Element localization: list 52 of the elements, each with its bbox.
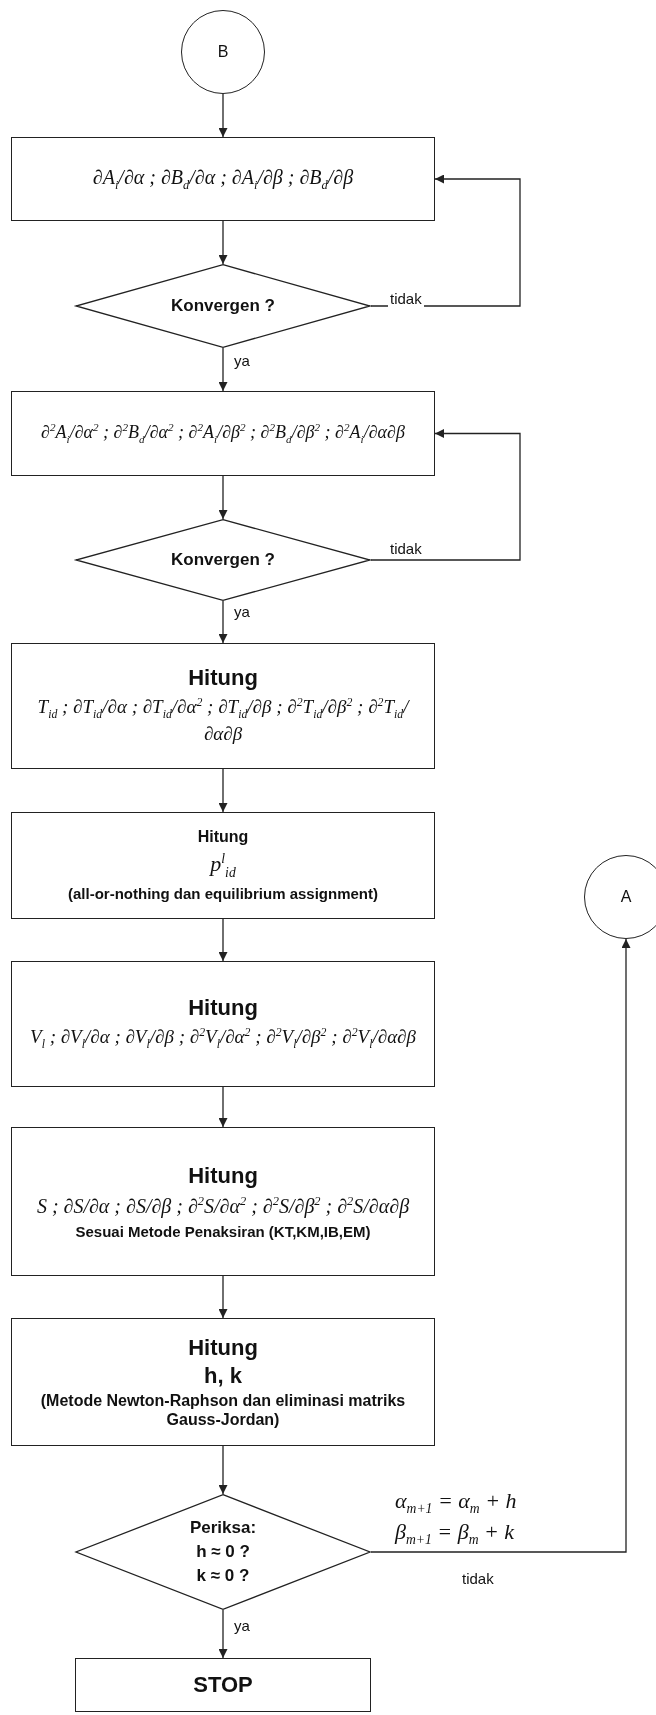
process-box [11, 961, 435, 1087]
arrow [218, 1086, 228, 1128]
formula-text: S ; ∂S/∂α ; ∂S/∂β ; ∂$^{2}$S/∂α$^{2}$ ; ∂$^{2}$S/∂β$^{2}$ ; ∂$^{2}$S/∂α∂β [36, 1192, 410, 1219]
heading-text: k ≈ 0 ? [196, 1566, 250, 1586]
update-formula: α$_{m+1}$ = α$_{m}$ + h [395, 1488, 517, 1518]
arrow [218, 918, 228, 962]
decision-diamond [75, 519, 371, 601]
process-box [11, 812, 435, 919]
update-formula: β$_{m+1}$ = β$_{m}$ + k [395, 1519, 515, 1549]
edge-label: tidak [460, 1570, 496, 1587]
process-box [11, 391, 435, 476]
arrow [218, 600, 228, 644]
arrow [370, 938, 631, 1553]
process-box [11, 643, 435, 769]
heading-text: Periksa: [189, 1518, 257, 1538]
process-box [11, 1127, 435, 1276]
heading-text: h, k [204, 1362, 242, 1389]
arrow [370, 429, 521, 561]
heading-text: Hitung [197, 827, 249, 846]
edge-label: tidak [388, 540, 424, 557]
connector-letter: B [217, 43, 229, 61]
arrow [218, 347, 228, 392]
arrow [218, 1609, 228, 1659]
arrow [218, 768, 228, 813]
heading-text: Konvergen ? [171, 296, 275, 316]
heading-text: STOP [193, 1672, 253, 1698]
heading-text: Konvergen ? [171, 550, 275, 570]
connector-letter: A [620, 888, 632, 906]
heading-text: Hitung [188, 995, 258, 1022]
note-text: (all-or-nothing dan equilibrium assignment) [68, 885, 378, 904]
decision-diamond [75, 1494, 371, 1610]
arrow [218, 220, 228, 265]
process-box [11, 1318, 435, 1446]
process-box [11, 137, 435, 221]
arrow [218, 475, 228, 520]
process-box [75, 1658, 371, 1712]
formula-text: T$_{id}$ ; ∂T$_{id}$/∂α ; ∂T$_{id}$/∂α$^{2}$ ; ∂T$_{id}$/∂β ; ∂$^{2}$T$_{id}$/∂β$^{2}$ ; ∂$^{2}$T$_{id}$/∂α∂β [36, 694, 411, 747]
note-text: (Metode Newton-Raphson dan eliminasi matriks Gauss-Jordan) [39, 1390, 407, 1430]
arrow [218, 93, 228, 138]
heading-text: Hitung [188, 664, 258, 691]
note-text: Sesuai Metode Penaksiran (KT,KM,IB,EM) [75, 1222, 371, 1241]
arrow [218, 1275, 228, 1319]
decision-diamond [75, 264, 371, 348]
formula-text: V$_{l}$ ; ∂V$_{l}$/∂α ; ∂V$_{l}$/∂β ; ∂$^{2}$V$_{l}$/∂α$^{2}$ ; ∂$^{2}$V$_{l}$/∂β$^{2}$ ; ∂$^{2}$V$_{l}$/∂α∂β [30, 1025, 416, 1053]
formula-text: ∂$^{2}$A$_{i}$/∂α$^{2}$ ; ∂$^{2}$B$_{d}$/∂α$^{2}$ ; ∂$^{2}$A$_{i}$/∂β$^{2}$ ; ∂$^{2}$B$_{d}$/∂β$^{2}$ ; ∂$^{2}$A$_{i}$/∂α∂β [41, 420, 405, 447]
heading-text: Hitung [188, 1162, 258, 1189]
arrow [370, 174, 521, 307]
heading-text: h ≈ 0 ? [196, 1542, 250, 1562]
arrow [218, 1445, 228, 1495]
formula-text: ∂A$_{i}$/∂α ; ∂B$_{d}$/∂α ; ∂A$_{i}$/∂β ; ∂B$_{d}$/∂β [92, 165, 354, 194]
edge-label: tidak [388, 290, 424, 307]
heading-text: Hitung [188, 1334, 258, 1361]
